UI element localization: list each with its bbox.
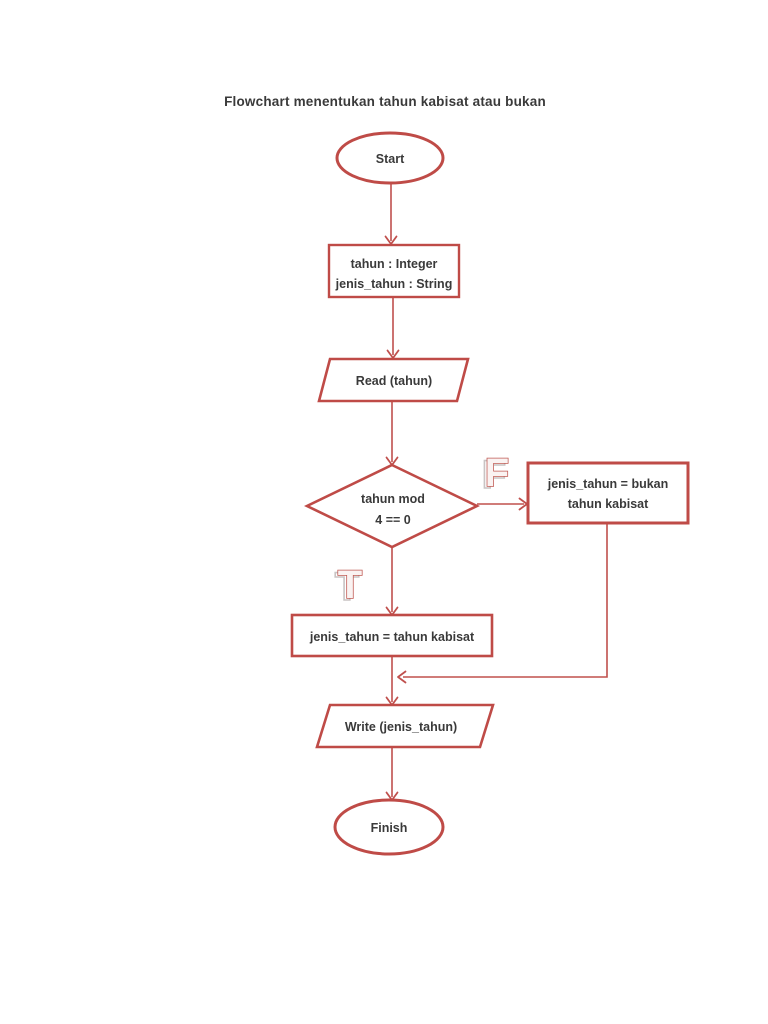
false-branch-letter: F F [481, 450, 510, 498]
node-start: Start [335, 131, 445, 185]
declare-line2: jenis_tahun : String [335, 277, 453, 291]
finish-label: Finish [371, 821, 408, 835]
finish-shape [333, 798, 445, 856]
true-branch-shape [290, 613, 494, 658]
decision-shape [304, 463, 480, 549]
connector-read-decision [385, 401, 399, 466]
false-branch-shape [526, 461, 690, 525]
node-read: Read (tahun) [317, 357, 470, 403]
write-shape [315, 703, 495, 749]
connector-start-declare [384, 184, 398, 245]
node-write: Write (jenis_tahun) [315, 703, 495, 749]
declare-shape [327, 243, 461, 299]
decision-line2: 4 == 0 [375, 513, 410, 527]
node-true-branch: jenis_tahun = tahun kabisat [290, 613, 494, 658]
connector-write-finish [385, 748, 399, 801]
node-finish: Finish [333, 798, 445, 856]
true-label: T [338, 563, 362, 607]
write-label: Write (jenis_tahun) [345, 720, 457, 734]
svg-text:F: F [482, 453, 506, 497]
false-branch-line2: tahun kabisat [568, 497, 649, 511]
flowchart-title: Flowchart menentukan tahun kabisat atau … [224, 94, 546, 109]
read-label: Read (tahun) [356, 374, 432, 388]
decision-line1: tahun mod [361, 492, 425, 506]
node-declare: tahun : Integer jenis_tahun : String [327, 243, 461, 299]
declare-line1: tahun : Integer [351, 257, 438, 271]
connector-decision-false [477, 497, 528, 511]
true-branch-label: jenis_tahun = tahun kabisat [309, 630, 475, 644]
connector-declare-read [386, 297, 400, 359]
connector-decision-true [385, 547, 399, 616]
start-shape [335, 131, 445, 185]
start-label: Start [376, 152, 405, 166]
false-label: F [485, 451, 509, 495]
connector-false-merge [397, 523, 608, 684]
false-branch-line1: jenis_tahun = bukan [547, 477, 669, 491]
node-decision: tahun mod 4 == 0 [304, 463, 480, 549]
node-false-branch: jenis_tahun = bukan tahun kabisat [526, 461, 690, 525]
read-shape [317, 357, 470, 403]
true-branch-letter: T T [334, 562, 363, 610]
connector-true-write [385, 656, 399, 706]
svg-text:T: T [335, 565, 359, 609]
